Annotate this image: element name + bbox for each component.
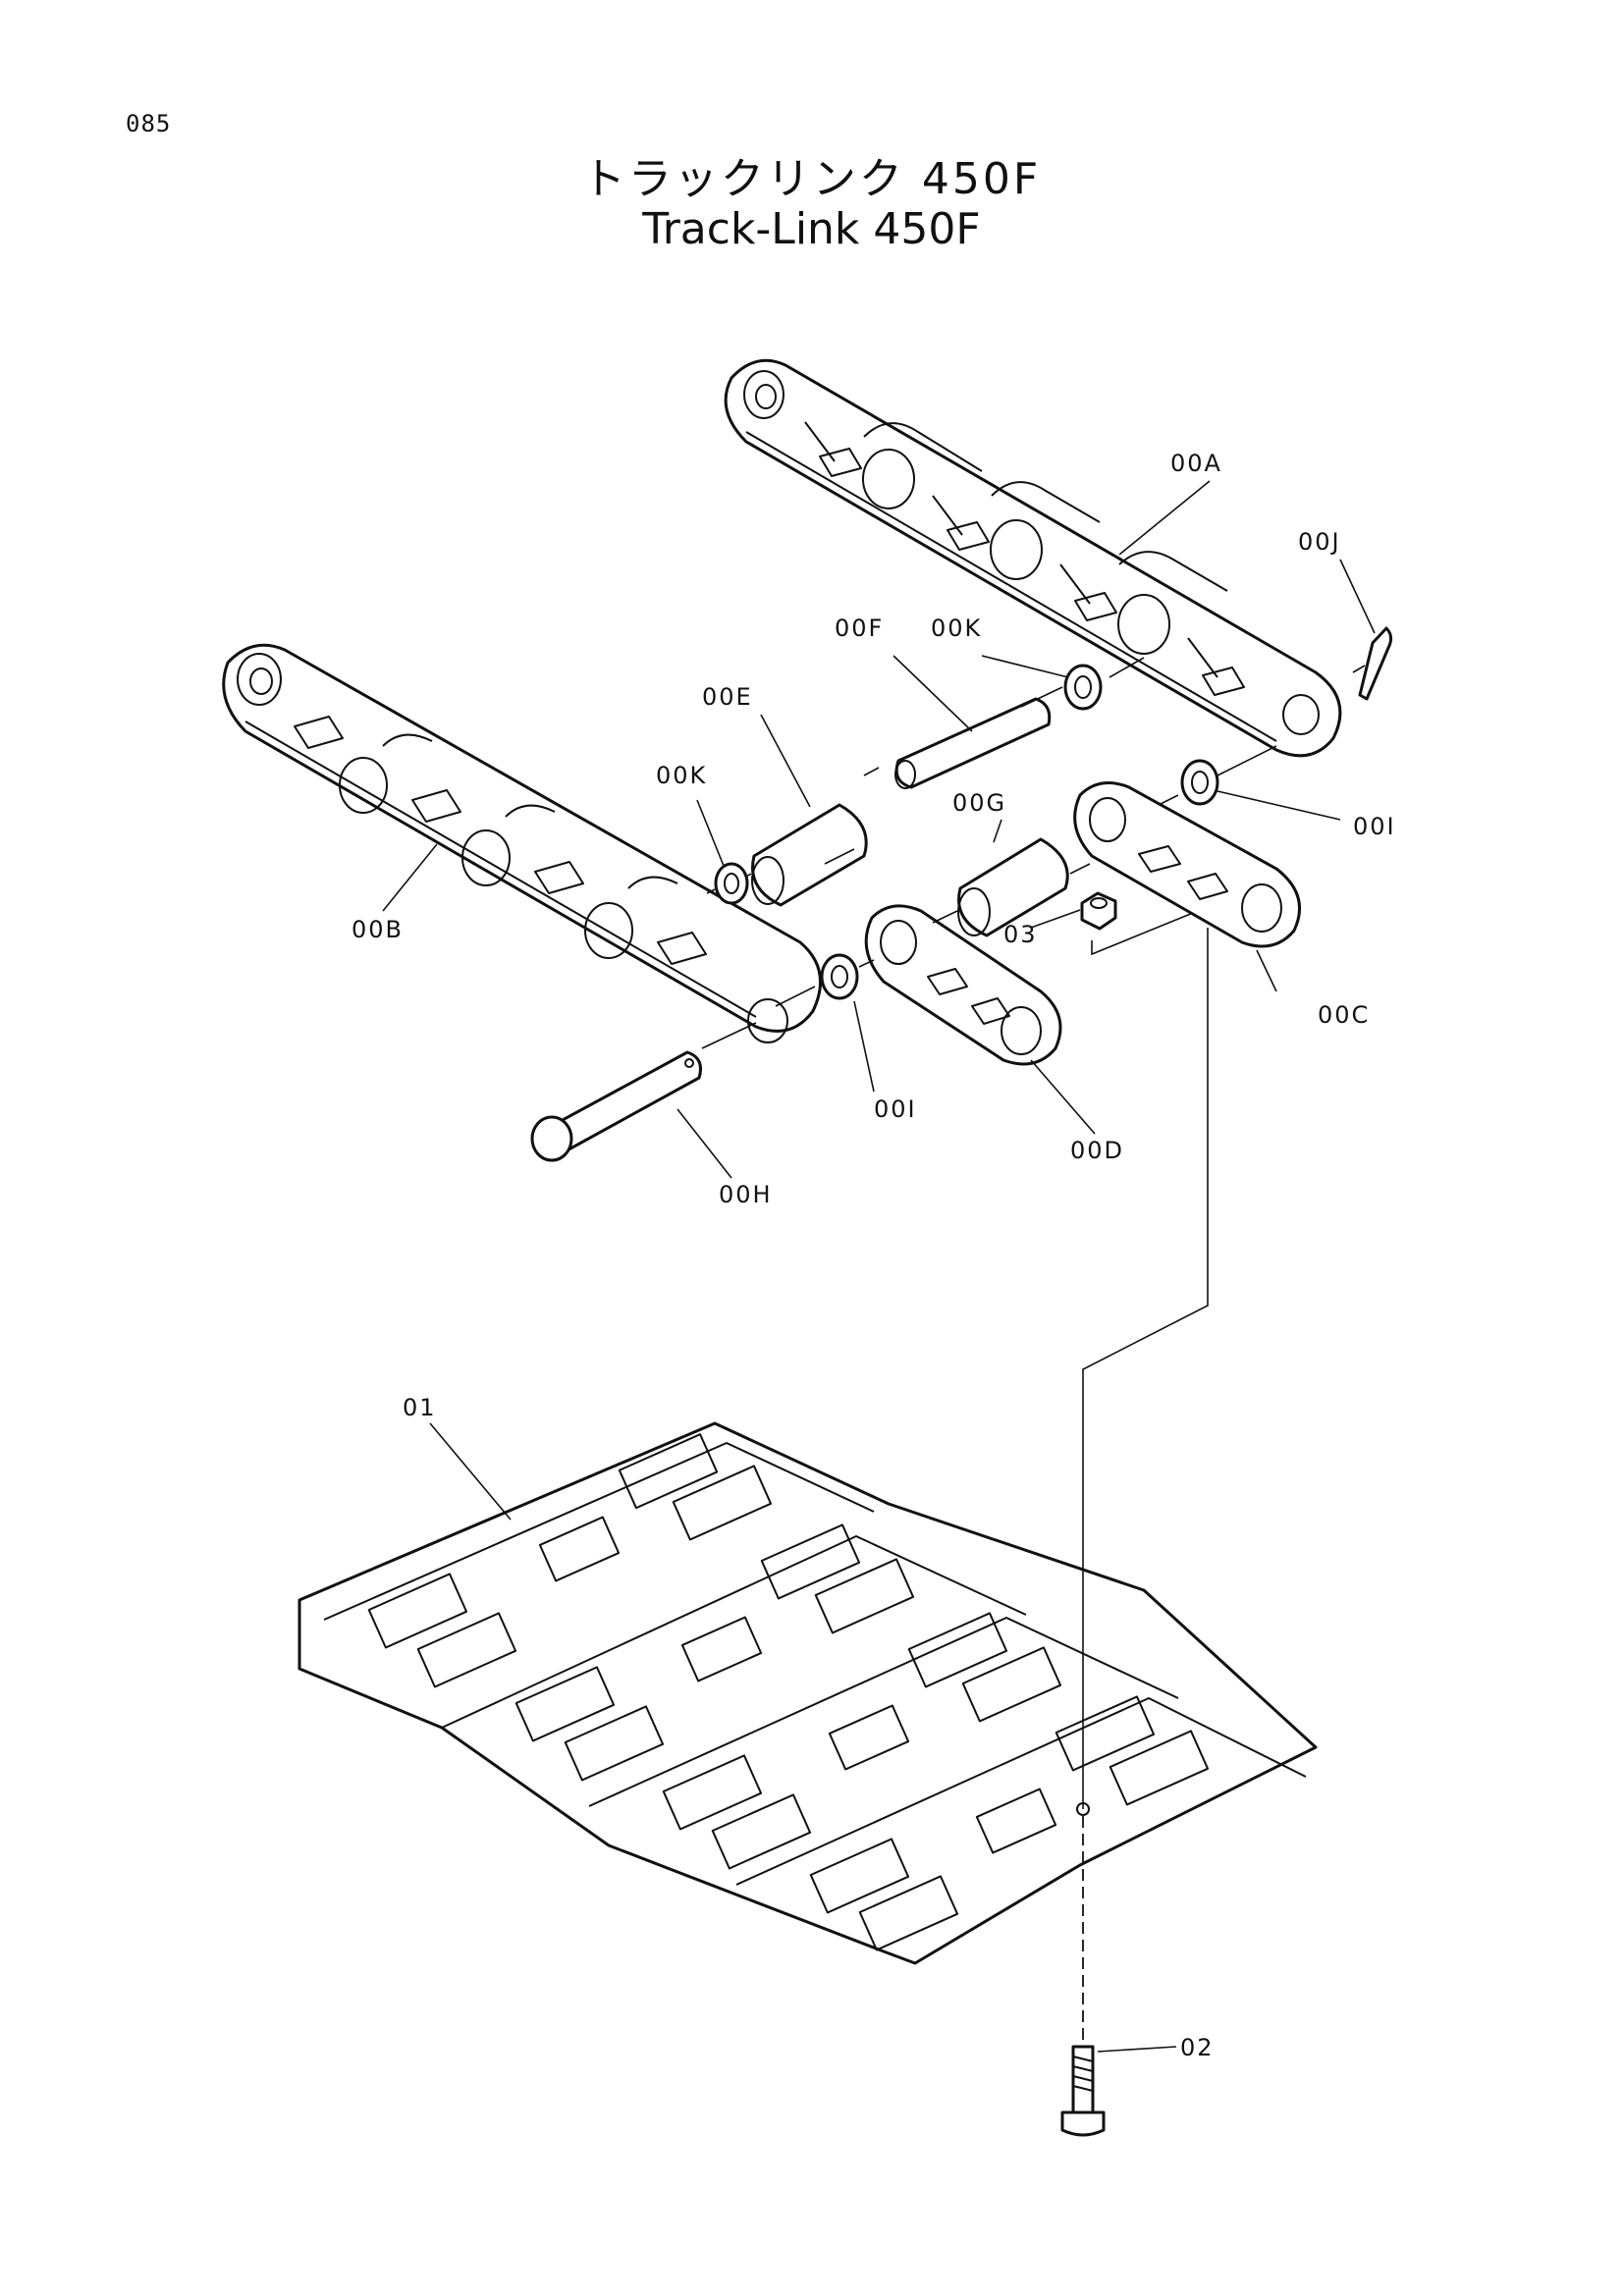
callout-00K-left: 00K [656, 762, 707, 789]
callout-00I-bottom: 00I [874, 1095, 917, 1123]
callout-00G: 00G [952, 789, 1006, 817]
title-english: Track-Link 450F [642, 204, 981, 254]
bolt-02 [1060, 2045, 1106, 2137]
callout-00C: 00C [1318, 1001, 1370, 1029]
callout-01: 01 [403, 1394, 437, 1421]
nut-03 [1080, 891, 1117, 931]
track-shoe-plate-01 [298, 1421, 1318, 1965]
callout-00B: 00B [352, 916, 404, 943]
assembly-lines [701, 657, 1366, 2047]
track-link-00D [864, 904, 1062, 1066]
callout-00I-right: 00I [1353, 813, 1396, 840]
callout-00F: 00F [835, 614, 884, 642]
bushing-00E [751, 803, 868, 907]
leader-lines [382, 480, 1376, 2053]
cotter-pin-00J [1358, 626, 1393, 701]
page-number: 085 [126, 110, 172, 137]
callout-00H: 00H [719, 1181, 773, 1208]
bushing-00G [957, 837, 1069, 937]
washers [714, 664, 1219, 1000]
callout-00A: 00A [1170, 450, 1222, 477]
title-japanese: トラックリンク 450F [581, 154, 1042, 204]
pin-00H [530, 1050, 702, 1162]
track-link-00C [1073, 781, 1302, 948]
callout-00E: 00E [702, 683, 753, 711]
callout-00K-top: 00K [931, 614, 982, 642]
track-link-chain-lower [222, 643, 823, 1043]
callout-labels: 00A 00J 00F 00K 00E 00K 00G 00I 00B 03 0… [352, 450, 1396, 2061]
track-link-chain-upper [724, 358, 1342, 758]
callout-00J: 00J [1298, 528, 1341, 556]
callout-03: 03 [1003, 921, 1038, 948]
pin-00F [894, 697, 1052, 789]
callout-02: 02 [1180, 2034, 1215, 2061]
callout-00D: 00D [1070, 1137, 1124, 1164]
